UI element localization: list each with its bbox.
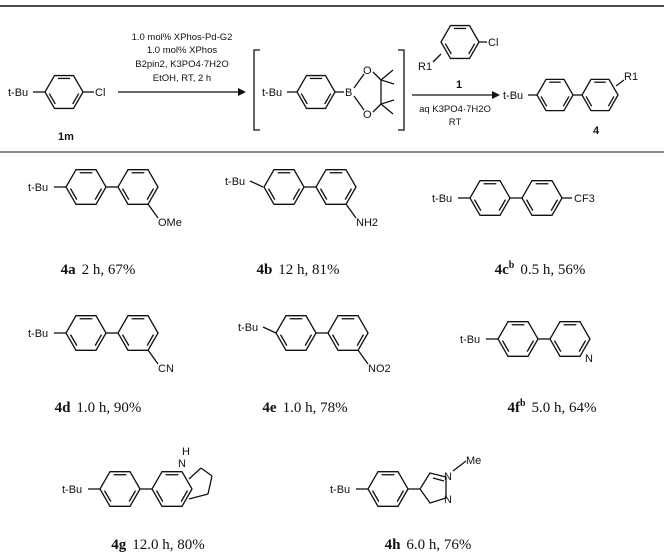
start-cl-label: Cl [95,87,105,99]
benzene-ring [117,315,159,351]
benzene-ring [549,321,591,357]
benzene-ring [263,169,305,205]
benzene-ring [469,180,511,216]
tbu-label: t-Bu [225,176,245,188]
step2-arrow: aq K3PO4·7H2O RT [412,91,500,128]
benzene-ring [99,471,141,507]
step1-arrow: 1.0 mol% XPhos-Pd-G2 1.0 mol% XPhos B2pi… [118,32,246,96]
tbu-label: t-Bu [28,182,48,194]
substituent-label: CN [158,363,174,375]
benzene-ring [327,315,369,351]
right-bracket [398,49,405,131]
step2-condition-1: aq K3PO4·7H2O [419,104,491,115]
start-ring [44,74,84,110]
step1-condition-2: 1.0 mol% XPhos [147,45,217,56]
step1-condition-3: B2pin2, K3PO4·7H2O [135,59,228,70]
methyl-label: Me [466,455,481,467]
benzene-ring [521,180,563,216]
tbu-label: t-Bu [460,334,480,346]
tbu-label: t-Bu [62,484,82,496]
indole-h-label: H [182,446,190,458]
int-oxygen-top: O [363,65,372,77]
benzene-ring [65,169,107,205]
benzene-ring [497,321,539,357]
indole-n-label: N [178,458,186,470]
substituent-label: OMe [158,217,182,229]
left-bracket [253,49,260,131]
benzene-ring [367,471,409,507]
substituent-label: CF3 [574,193,595,205]
pyridine-n-label: N [585,353,593,365]
bpin-intermediate: t-Bu B O O [262,65,395,121]
benzene-ring [275,315,317,351]
start-material: t-Bu Cl 1m [8,74,105,143]
start-compound-label: 1m [58,131,74,143]
int-boron-label: B [345,87,352,99]
tbu-label: t-Bu [330,484,350,496]
step1-condition-4: EtOH, RT, 2 h [153,73,211,84]
int-ring [296,74,336,110]
product-ring-a [536,78,574,112]
tbu-label: t-Bu [432,193,452,205]
substituent-label: NO2 [368,363,391,375]
substituent-label: NH2 [356,217,378,229]
step2-condition-2: RT [449,117,462,128]
reagent-ring [440,24,480,60]
benzene-ring [315,169,357,205]
start-tbu-label: t-Bu [8,87,28,99]
product-compound-label: 4 [593,125,600,137]
aryl-chloride-reagent: Cl R1 1 [418,24,498,91]
product-tbu-label: t-Bu [503,90,523,102]
reagent-cl-label: Cl [488,37,498,49]
product-r1-label: R1 [624,71,638,83]
pyrazole-n2-label: N [444,494,452,506]
int-oxygen-bottom: O [363,109,372,121]
product-ring-b [581,78,619,112]
pyrazole-n1-label: N [444,471,452,483]
benzene-ring [151,471,193,507]
int-tbu-label: t-Bu [262,87,282,99]
step1-condition-1: 1.0 mol% XPhos-Pd-G2 [132,32,233,43]
reagent-compound-label: 1 [456,79,462,91]
tbu-label: t-Bu [238,322,258,334]
tbu-label: t-Bu [28,328,48,340]
general-product: t-Bu R1 4 [503,71,638,137]
benzene-ring [65,315,107,351]
reagent-r1-label: R1 [418,61,432,73]
benzene-ring [117,169,159,205]
